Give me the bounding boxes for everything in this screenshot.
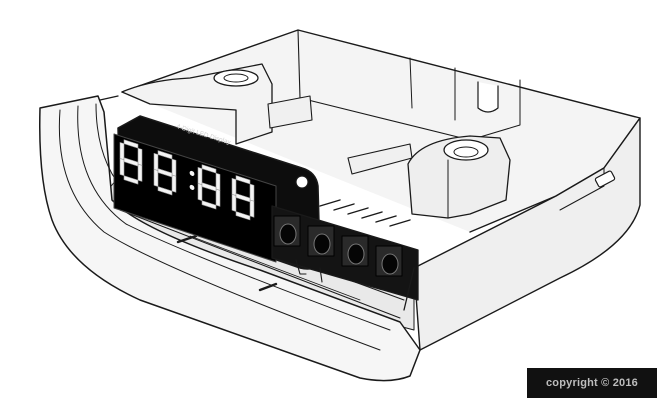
digit bbox=[153, 150, 177, 196]
right-boss-hole bbox=[443, 139, 489, 161]
digit-segment bbox=[119, 158, 125, 176]
button-2 bbox=[307, 225, 335, 257]
digit-segment bbox=[215, 172, 221, 191]
digit-segment bbox=[123, 175, 139, 185]
tactile-buttons bbox=[273, 215, 403, 277]
header-pins bbox=[319, 199, 411, 227]
digit bbox=[231, 175, 255, 221]
digit-segment bbox=[171, 174, 177, 193]
back-notch bbox=[477, 81, 499, 113]
middle-bracket bbox=[267, 95, 313, 129]
button-cap-1 bbox=[279, 223, 297, 245]
usb-port bbox=[594, 170, 616, 188]
button-3 bbox=[341, 235, 369, 267]
digit-segment bbox=[235, 193, 251, 203]
digit-segment bbox=[123, 139, 139, 149]
button-4 bbox=[375, 245, 403, 277]
digit-segment bbox=[215, 188, 221, 207]
digit-segment bbox=[157, 186, 173, 196]
digit-segment bbox=[201, 200, 217, 210]
digit-segment bbox=[231, 193, 237, 212]
digit bbox=[119, 139, 143, 185]
digit-segment bbox=[197, 183, 203, 201]
digit bbox=[197, 164, 221, 210]
copyright-badge: copyright © 2016 bbox=[527, 368, 657, 398]
digit-segment bbox=[157, 150, 173, 160]
button-1 bbox=[273, 215, 301, 247]
button-cap-4 bbox=[381, 253, 399, 275]
digit-segment bbox=[235, 175, 251, 185]
digit-segment bbox=[231, 177, 237, 196]
digit-segment bbox=[153, 152, 159, 171]
digit-segment bbox=[235, 211, 251, 221]
digit-segment bbox=[119, 142, 125, 160]
digit-segment bbox=[137, 147, 143, 166]
digit-segment bbox=[157, 168, 173, 178]
digit-segment bbox=[153, 168, 159, 187]
digit-segment bbox=[171, 158, 177, 177]
digit-segment bbox=[197, 167, 203, 185]
digit-segment bbox=[137, 163, 143, 182]
digit-segment bbox=[249, 199, 255, 218]
button-cap-3 bbox=[347, 243, 365, 265]
digit-segment bbox=[201, 182, 217, 192]
digit-segment bbox=[201, 164, 217, 174]
pcb-mount-hole-top bbox=[295, 175, 309, 189]
colon-dot bbox=[189, 170, 195, 176]
digit-segment bbox=[249, 183, 255, 202]
digit-segment bbox=[123, 157, 139, 167]
seven-segment-digits bbox=[119, 139, 255, 221]
colon-dot bbox=[189, 184, 195, 190]
button-cap-2 bbox=[313, 233, 331, 255]
right-boss bbox=[407, 135, 511, 219]
left-boss-hole bbox=[213, 69, 259, 87]
front-shell bbox=[39, 95, 421, 382]
